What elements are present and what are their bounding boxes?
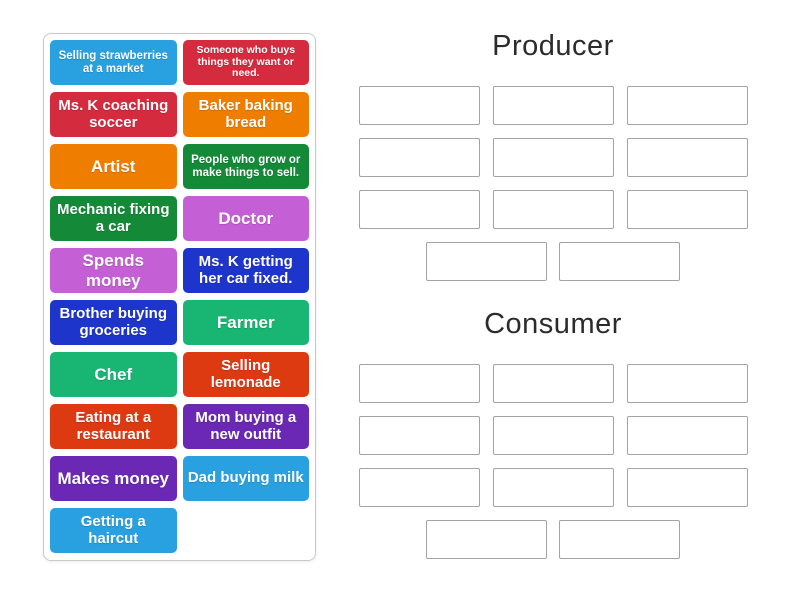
slot-bottom-row [357,520,749,559]
drop-slot-producer-9[interactable] [626,190,748,229]
drop-slot-producer-4[interactable] [358,138,480,177]
tile-makes-money[interactable]: Makes money [50,456,177,501]
tile-ms-k-getting-her-car-fixed[interactable]: Ms. K getting her car fixed. [182,248,309,293]
tile-eating-at-a-restaurant[interactable]: Eating at a restaurant [50,404,177,449]
drop-slot-producer-7[interactable] [358,190,480,229]
tile-doctor[interactable]: Doctor [182,196,309,241]
tile-mom-buying-a-new-outfit[interactable]: Mom buying a new outfit [182,404,309,449]
drop-slot-consumer-5[interactable] [492,416,614,455]
drop-slot-consumer-7[interactable] [358,468,480,507]
drop-slot-consumer-8[interactable] [492,468,614,507]
group-title-consumer: Consumer [484,308,622,340]
group-producer: Producer [357,26,749,281]
drop-slot-producer-3[interactable] [626,86,748,125]
tile-brother-buying-groceries[interactable]: Brother buying groceries [50,300,177,345]
tile-selling-lemonade[interactable]: Selling lemonade [182,352,309,397]
producer-slots [357,86,749,281]
tile-ms-k-coaching-soccer[interactable]: Ms. K coaching soccer [50,92,177,137]
slot-grid [357,364,749,507]
drop-slot-consumer-11[interactable] [559,520,680,559]
drop-slot-consumer-1[interactable] [358,364,480,403]
drop-slot-producer-1[interactable] [358,86,480,125]
drop-slot-producer-10[interactable] [426,242,547,281]
drop-slot-consumer-4[interactable] [358,416,480,455]
consumer-slots [357,364,749,559]
tile-getting-a-haircut[interactable]: Getting a haircut [50,508,177,553]
drop-slot-producer-6[interactable] [626,138,748,177]
tile-artist[interactable]: Artist [50,144,177,189]
drop-slot-consumer-10[interactable] [426,520,547,559]
tile-selling-strawberries-at-a-market[interactable]: Selling strawberries at a market [50,40,177,85]
tile-baker-baking-bread[interactable]: Baker baking bread [182,92,309,137]
group-consumer: Consumer [357,304,749,559]
tile-farmer[interactable]: Farmer [182,300,309,345]
drop-slot-consumer-6[interactable] [626,416,748,455]
drop-slot-consumer-9[interactable] [626,468,748,507]
drop-slot-producer-8[interactable] [492,190,614,229]
drop-slot-producer-5[interactable] [492,138,614,177]
tile-someone-who-buys-things-they-want-or-need[interactable]: Someone who buys things they want or nee… [182,40,309,85]
drop-slot-producer-11[interactable] [559,242,680,281]
tile-dad-buying-milk[interactable]: Dad buying milk [182,456,309,501]
drop-slot-consumer-2[interactable] [492,364,614,403]
tile-people-who-grow-or-make-things-to-sell[interactable]: People who grow or make things to sell. [182,144,309,189]
tile-chef[interactable]: Chef [50,352,177,397]
drop-slot-consumer-3[interactable] [626,364,748,403]
drop-slot-producer-2[interactable] [492,86,614,125]
slot-grid [357,86,749,229]
group-title-producer: Producer [492,30,614,62]
tile-spends-money[interactable]: Spends money [50,248,177,293]
slot-bottom-row [357,242,749,281]
tile-mechanic-fixing-a-car[interactable]: Mechanic fixing a car [50,196,177,241]
